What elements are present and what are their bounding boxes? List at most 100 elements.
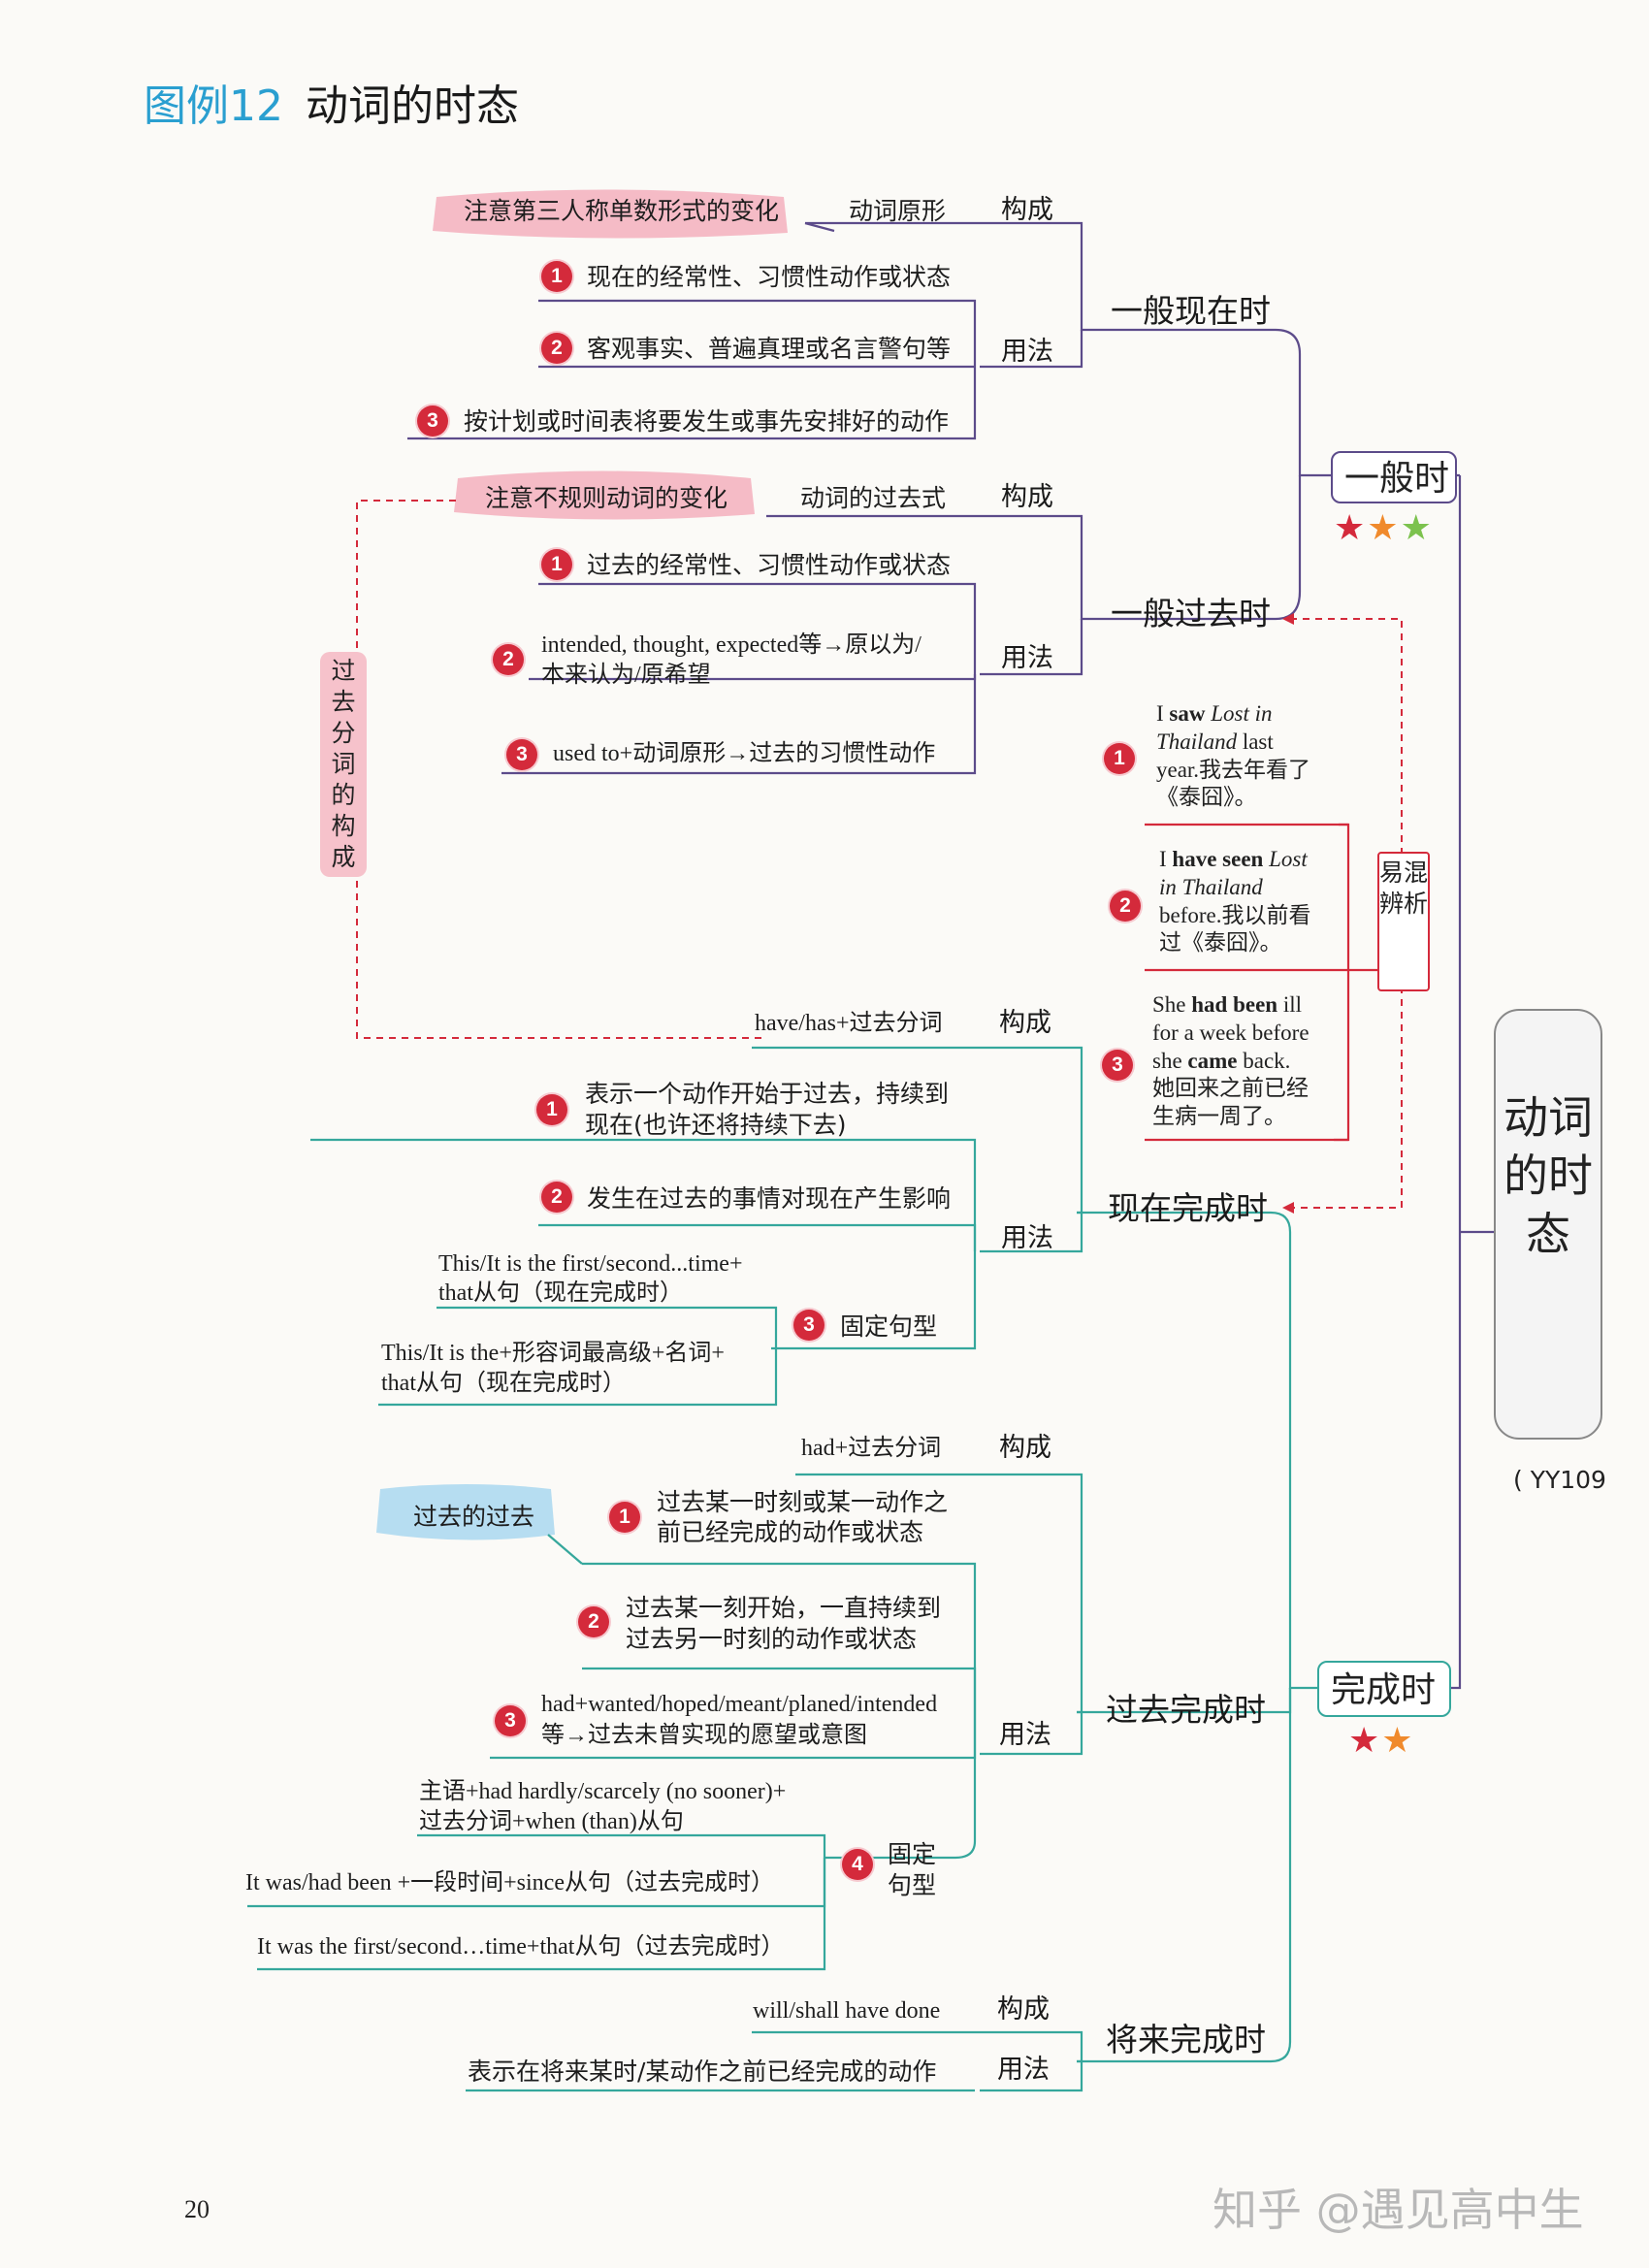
confusion-label: 易混辨析	[1379, 859, 1429, 918]
page-title: 动词的时态	[306, 81, 519, 131]
number-badge: 4	[842, 1849, 873, 1880]
simple-present-form-value: 动词原形	[849, 197, 947, 225]
present-perfect-use-3: 固定句型	[840, 1312, 938, 1341]
simple-past-use-1: 过去的经常性、习惯性动作或状态	[587, 551, 952, 579]
past-perfect-use-2-line2: 过去另一时刻的动作或状态	[626, 1625, 918, 1653]
group-general: 一般时	[1331, 451, 1457, 503]
example-text: in Thailand	[1159, 874, 1263, 899]
example-text: 《泰囧》。	[1156, 785, 1257, 810]
root-code: ( YY109	[1513, 1466, 1606, 1494]
simple-present-form-note: 注意第三人称单数形式的变化	[464, 197, 780, 225]
example-text: Thailand	[1156, 729, 1238, 754]
past-perfect-form-value: had+过去分词	[801, 1436, 942, 1461]
star-icon: ★	[1367, 508, 1401, 548]
group-perfect: 完成时	[1317, 1661, 1451, 1717]
past-perfect-pattern-1-line2: 过去分词+when (than)从句	[419, 1809, 684, 1834]
star-icon: ★	[1381, 1721, 1415, 1761]
figure-number: 图例12	[144, 81, 283, 131]
simple-present-title: 一般现在时	[1111, 292, 1271, 330]
number-badge: 1	[541, 549, 572, 580]
past-perfect-use-4-line1: 固定	[888, 1840, 937, 1868]
simple-present-use-1: 现在的经常性、习惯性动作或状态	[587, 263, 952, 291]
example-text: for a week before	[1152, 1020, 1310, 1045]
future-perfect-title: 将来完成时	[1106, 2021, 1266, 2058]
present-perfect-title: 现在完成时	[1108, 1189, 1268, 1227]
past-participle-side-box: 过去分词的构成	[320, 652, 367, 877]
past-perfect-use-3-line2: 等→过去未曾实现的愿望或意图	[541, 1723, 867, 1748]
future-perfect-form-label: 构成	[997, 1994, 1050, 2025]
number-badge: 2	[493, 644, 524, 675]
past-perfect-title: 过去完成时	[1106, 1691, 1266, 1729]
example-verb: had been	[1191, 992, 1278, 1017]
present-perfect-pattern-1-line1: This/It is the first/second...time+	[438, 1251, 743, 1277]
present-perfect-use-1-line2: 现在(也许还将持续下去)	[585, 1111, 847, 1139]
present-perfect-pattern-1-line2: that从句（现在完成时）	[438, 1280, 683, 1306]
simple-past-use-label: 用法	[1001, 643, 1053, 673]
watermark: 知乎 @遇见高中生	[1212, 2184, 1584, 2236]
future-perfect-form-value: will/shall have done	[753, 1998, 941, 2024]
number-badge: 3	[417, 405, 448, 437]
number-badge: 3	[1102, 1050, 1133, 1081]
simple-past-use-2-line1: intended, thought, expected等→原以为/	[541, 632, 922, 658]
example-text: before.我以前看	[1159, 902, 1311, 927]
past-perfect-use-1-line2: 前已经完成的动作或状态	[657, 1518, 924, 1546]
number-badge: 3	[793, 1310, 824, 1341]
present-perfect-pattern-2-line2: that从句（现在完成时）	[381, 1371, 626, 1396]
star-icon: ★	[1400, 508, 1434, 548]
present-perfect-pattern-2-line1: This/It is the+形容词最高级+名词+	[381, 1341, 725, 1366]
future-perfect-use-value: 表示在将来某时/某动作之前已经完成的动作	[468, 2057, 937, 2086]
confusion-example-1: I saw Lost in Thailand last year.我去年看了 《…	[1156, 700, 1310, 812]
past-perfect-use-4-line2: 句型	[888, 1871, 937, 1899]
simple-past-form-label: 构成	[1001, 482, 1053, 512]
simple-present-form-label: 构成	[1001, 195, 1053, 225]
confusion-label-box: 易混辨析	[1377, 852, 1430, 991]
number-badge: 3	[506, 739, 537, 770]
past-participle-side-label: 过去分词的构成	[331, 657, 356, 871]
simple-present-use-3: 按计划或时间表将要发生或事先安排好的动作	[464, 407, 950, 436]
rating-stars-general: ★★★	[1334, 506, 1434, 550]
star-icon: ★	[1334, 508, 1368, 548]
simple-past-use-3: used to+动词原形→过去的习惯性动作	[553, 741, 936, 766]
number-badge: 1	[541, 261, 572, 292]
root-label: 动词的时态	[1504, 1091, 1593, 1260]
number-badge: 1	[609, 1502, 640, 1533]
number-badge: 1	[1104, 743, 1135, 774]
example-text: last	[1237, 729, 1274, 754]
present-perfect-form-label: 构成	[999, 1008, 1051, 1038]
simple-past-form-value: 动词的过去式	[800, 484, 947, 512]
group-general-label: 一般时	[1344, 459, 1450, 499]
simple-past-form-note: 注意不规则动词的变化	[485, 484, 728, 512]
number-badge: 2	[1110, 891, 1141, 922]
present-perfect-use-label: 用法	[1001, 1223, 1053, 1253]
past-perfect-use-2-line1: 过去某一刻开始，一直持续到	[626, 1594, 942, 1622]
present-perfect-form-value: have/has+过去分词	[755, 1011, 943, 1036]
example-text: ill	[1277, 992, 1303, 1017]
example-verb: came	[1187, 1048, 1238, 1073]
past-perfect-form-label: 构成	[999, 1433, 1051, 1463]
past-perfect-use-3-line1: had+wanted/hoped/meant/planed/intended	[541, 1692, 938, 1717]
confusion-example-3: She had been ill for a week before she c…	[1152, 991, 1310, 1131]
past-perfect-use-1-line1: 过去某一时刻或某一动作之	[657, 1488, 949, 1516]
past-perfect-use-label: 用法	[999, 1720, 1051, 1750]
number-badge: 3	[495, 1705, 526, 1736]
example-text: I	[1156, 701, 1170, 726]
root-node: 动词的时态	[1494, 1009, 1602, 1440]
example-text: 过《泰囧》。	[1159, 930, 1282, 956]
past-perfect-pattern-2: It was/had been +一段时间+since从句（过去完成时）	[245, 1870, 774, 1895]
simple-past-use-2-line2: 本来认为/原希望	[541, 663, 711, 688]
example-text: Lost	[1263, 847, 1308, 871]
number-badge: 1	[536, 1094, 567, 1125]
rating-stars-perfect: ★★	[1348, 1719, 1415, 1763]
example-text: Lost in	[1205, 701, 1273, 726]
star-icon: ★	[1348, 1721, 1382, 1761]
example-verb: saw	[1169, 701, 1206, 726]
number-badge: 2	[541, 333, 572, 364]
example-text: she	[1152, 1048, 1188, 1073]
example-text: 生病一周了。	[1152, 1104, 1286, 1128]
example-text: I	[1159, 847, 1173, 871]
group-perfect-label: 完成时	[1331, 1670, 1437, 1710]
example-text: 她回来之前已经	[1152, 1076, 1309, 1101]
past-perfect-note: 过去的过去	[413, 1503, 535, 1531]
past-perfect-pattern-1-line1: 主语+had hardly/scarcely (no sooner)+	[419, 1779, 787, 1804]
example-text: She	[1152, 992, 1192, 1017]
